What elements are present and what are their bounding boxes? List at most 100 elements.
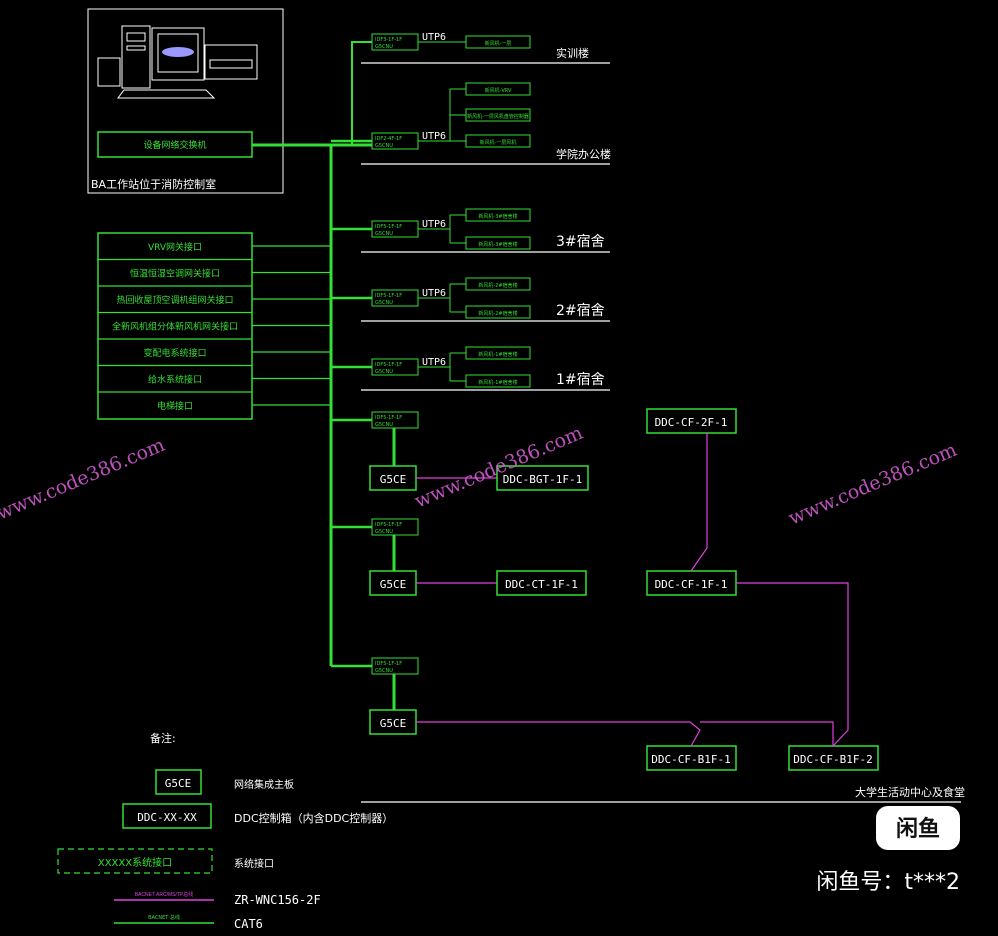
pink-link-b1f1-b1f2 [700, 721, 834, 746]
branch-cable-label: UTP6 [422, 219, 446, 230]
pink-link-g5ce-b1f1 [416, 721, 701, 747]
branch-switch-label: G5CNU [375, 231, 393, 237]
interface-label: 全新风机组分体新风机网关接口 [112, 321, 238, 333]
device-label: 新风机-一层 [485, 40, 512, 47]
legend-pink-line-desc: ZR-WNC156-2F [234, 893, 321, 907]
lower-port-label: IDF5-1F-1F [375, 415, 402, 421]
branch-port-label: IDF5-1F-1F [375, 224, 402, 230]
device-label: 新风机-一层风机 [480, 139, 517, 146]
interface-label: VRV网关接口 [148, 241, 202, 253]
branch-cable-label: UTP6 [422, 32, 446, 43]
device-box [465, 108, 531, 122]
g5ce-label: G5CE [380, 473, 407, 486]
legend-ddc-desc: DDC控制箱（内含DDC控制器） [234, 811, 393, 825]
interface-label: 变配电系统接口 [143, 347, 206, 359]
ddc-box [496, 465, 589, 491]
branch-switch-label: G5CNU [375, 143, 393, 149]
ddc-cf-b1f-1-label: DDC-CF-B1F-1 [651, 753, 730, 766]
core-switch-label: 设备网络交换机 [143, 139, 206, 151]
lower-switch-label: G5CNU [375, 529, 393, 535]
device-box [465, 82, 531, 96]
branch-cable-label: UTP6 [422, 131, 446, 142]
device-label: 新风机-VRV [485, 87, 512, 94]
ddc-label: DDC-BGT-1F-1 [503, 473, 582, 486]
pink-link-2f-1f [690, 433, 708, 572]
device-label: 新风机-2#宿舍楼 [478, 310, 517, 317]
ddc-box [496, 570, 587, 596]
legend-board-desc: 网络集成主板 [234, 778, 294, 791]
device-box [465, 277, 531, 291]
device-box [465, 305, 531, 319]
trunk-branch-shixun [331, 41, 372, 146]
computer-icon [97, 25, 258, 99]
branch-port-label: IDF5-1F-1F [375, 293, 402, 299]
legend-green-line-desc: CAT6 [234, 917, 263, 931]
branch-cable-label: UTP6 [422, 288, 446, 299]
legend-ddc-box [122, 803, 212, 829]
site-label: 大学生活动中心及食堂 [855, 785, 965, 799]
lower-port-label: IDF5-1F-1F [375, 661, 402, 667]
watermark-right: www.code386.com [785, 439, 960, 530]
ddc-cf-1f-1-label: DDC-CF-1F-1 [655, 578, 728, 591]
branch-switch-label: G5CNU [375, 300, 393, 306]
interface-label: 电梯接口 [157, 400, 193, 412]
legend-pink-line-tag: BACNET ARC/MS/TP总线 [135, 891, 194, 898]
device-label: 新风机-1#宿舍楼 [478, 379, 517, 386]
device-box [465, 374, 531, 388]
pink-link-1f-b1f2 [736, 582, 849, 747]
device-box [465, 134, 531, 148]
branch-switch-label: G5CNU [375, 44, 393, 50]
ddc-cf-b1f-2-label: DDC-CF-B1F-2 [793, 753, 872, 766]
branch-port-label: IDF5-1F-1F [375, 362, 402, 368]
legend-title: 备注: [150, 731, 176, 745]
device-box [465, 236, 531, 250]
device-box [465, 208, 531, 222]
g5ce-label: G5CE [380, 717, 407, 730]
device-label: 新风机-3#宿舍楼 [478, 241, 517, 248]
branch-port-label: IDF3-1F-1F [375, 37, 402, 43]
branch-port-label: IDF2-4F-1F [375, 136, 402, 142]
legend-green-line-tag: BACNET 总线 [148, 914, 180, 921]
control-room-frame [87, 8, 284, 194]
device-box [465, 346, 531, 360]
branch-cable-label: UTP6 [422, 357, 446, 368]
ddc-cf-2f-1-label: DDC-CF-2F-1 [655, 416, 728, 429]
xianyu-logo-text: 闲鱼 [896, 816, 940, 841]
ddc-label: DDC-CT-1F-1 [505, 578, 578, 591]
watermark-left: www.code386.com [0, 434, 168, 525]
control-room-label: BA工作站位于消防控制室 [91, 177, 216, 191]
building-label: 实训楼 [556, 46, 589, 60]
legend-iface-box-label: XXXXX系统接口 [98, 856, 172, 869]
lower-switch-label: G5CNU [375, 422, 393, 428]
building-label: 3#宿舍 [556, 233, 605, 250]
ddc-cf-2f-1-box [646, 408, 737, 434]
legend-iface-box [57, 848, 213, 874]
lower-port-label: IDF5-1F-1F [375, 522, 402, 528]
device-label: 新风机-1#宿舍楼 [478, 351, 517, 358]
legend-ddc-box-label: DDC-XX-XX [137, 811, 197, 824]
device-box [465, 35, 531, 49]
legend: 备注: G5CE 网络集成主板 DDC-XX-XX DDC控制箱（内含DDC控制… [57, 731, 393, 931]
g5ce-label: G5CE [380, 578, 407, 591]
building-label: 学院办公楼 [556, 147, 611, 161]
interface-label: 恒温恒湿空调网关接口 [130, 268, 220, 280]
legend-iface-desc: 系统接口 [234, 857, 274, 870]
legend-board-box [155, 769, 202, 795]
xianyu-logo-badge [876, 806, 960, 850]
interface-label: 给水系统接口 [148, 374, 202, 386]
cf-ddc-group: DDC-CF-2F-1 DDC-CF-1F-1 DDC-CF-B1F-1 DDC… [416, 408, 879, 771]
device-label: 新风机-一层风机盘管控制器 [467, 113, 529, 120]
xianyu-id-text: 闲鱼号：t***2 [816, 870, 960, 895]
building-label: 1#宿舍 [556, 371, 605, 388]
watermark-center: www.code386.com [411, 422, 586, 513]
interface-label: 热回收屋顶空调机组网关接口 [116, 294, 233, 306]
device-label: 新风机-3#宿舍楼 [478, 213, 517, 220]
